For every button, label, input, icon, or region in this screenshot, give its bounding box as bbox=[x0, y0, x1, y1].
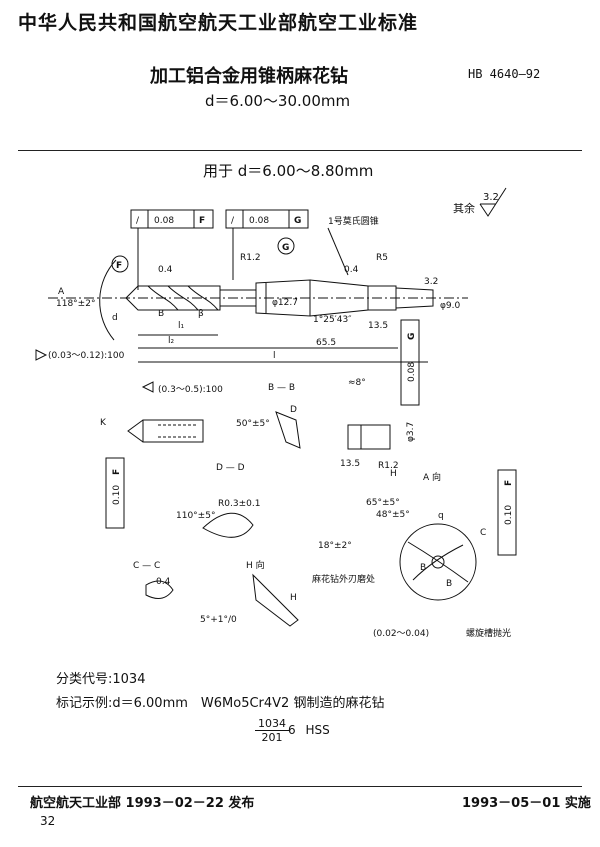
taper-note-1: (0.03～0.12):100 bbox=[48, 351, 125, 361]
roughness-04-a: 0.4 bbox=[158, 265, 173, 275]
tol-frame-left: 0.10 F bbox=[105, 457, 125, 529]
technical-drawing: 其余 3.2 / 0.08 F / 0.08 G 1号莫氏圆锥 A 118°±2… bbox=[35, 187, 517, 639]
label-k: K bbox=[100, 418, 107, 428]
angle-r03: R0.3±0.1 bbox=[218, 499, 260, 509]
label-b-end1: B bbox=[420, 563, 426, 573]
section-cc: C — C bbox=[133, 561, 160, 571]
label-b-main: B bbox=[158, 309, 164, 319]
angle-65: 65°±5° bbox=[366, 498, 400, 508]
drill-end-view bbox=[399, 523, 477, 601]
datum-f-circle: F bbox=[116, 261, 122, 271]
roughness-value: 3.2 bbox=[483, 192, 499, 203]
angle-48: 48°±5° bbox=[376, 510, 410, 520]
tol-value-010b: 0.10 bbox=[504, 505, 514, 525]
view-a: A 向 bbox=[423, 471, 441, 483]
detail-point-view bbox=[127, 419, 204, 443]
dim-37: φ3.7 bbox=[406, 422, 416, 442]
issued-date: 航空航天工业部 1993－02－22 发布 bbox=[30, 796, 255, 811]
diameter-range: d＝6.00～30.00mm bbox=[205, 92, 351, 110]
view-h: H 向 bbox=[246, 559, 265, 571]
section-dd: D — D bbox=[216, 463, 245, 473]
dim-32: 3.2 bbox=[424, 277, 438, 287]
margin-note: (0.02～0.04) bbox=[373, 629, 429, 639]
standard-header: 中华人民共和国航空航天工业部航空工业标准 bbox=[18, 12, 419, 34]
dim-135: 13.5 bbox=[368, 321, 388, 331]
dia-d: d bbox=[112, 313, 118, 323]
marking-numerator: 1034 bbox=[255, 717, 289, 731]
tol-datum-fa: F bbox=[112, 469, 122, 475]
section-bb: B — B bbox=[268, 383, 295, 393]
roughness-04-b: 0.4 bbox=[344, 265, 359, 275]
header-rule bbox=[18, 150, 582, 151]
marking-fraction: 1034 201 bbox=[255, 717, 289, 744]
marking-rest: 6 HSS bbox=[288, 723, 330, 737]
drill-main-view bbox=[48, 279, 468, 317]
tol-value-g: 0.08 bbox=[249, 216, 269, 226]
tol-frame-vertical: 0.08 G bbox=[400, 319, 420, 406]
tol-value-010a: 0.10 bbox=[112, 485, 122, 505]
tol-datum-g: G bbox=[294, 216, 301, 226]
angle-18: 18°±2° bbox=[318, 541, 352, 551]
standard-number: HB 4640—92 bbox=[468, 67, 541, 81]
svg-text:/: / bbox=[231, 216, 235, 226]
radius-r5: R5 bbox=[376, 253, 388, 263]
effective-date: 1993－05－01 实施 bbox=[462, 796, 591, 811]
label-l: l bbox=[273, 351, 276, 361]
tol-datum-f: F bbox=[199, 216, 205, 226]
label-c: C bbox=[480, 528, 486, 538]
tol-frame-g: / 0.08 G bbox=[225, 209, 309, 280]
roughness-symbol: 其余 3.2 bbox=[453, 187, 507, 217]
tol-datum-g-v: G bbox=[407, 333, 417, 340]
label-q: q bbox=[438, 511, 444, 521]
footer-rule bbox=[18, 786, 582, 787]
label-a: A bbox=[58, 287, 65, 297]
radius-r12: R1.2 bbox=[240, 253, 261, 263]
angle-5: 5°+1°/0 bbox=[200, 615, 237, 625]
angle-118: 118°±2° bbox=[56, 299, 95, 309]
dia-12: φ12.7 bbox=[272, 298, 298, 308]
tol-datum-fb: F bbox=[504, 480, 514, 486]
angle-8: ≈8° bbox=[348, 378, 366, 388]
marking-denominator: 201 bbox=[261, 731, 283, 744]
roughness-label: 其余 bbox=[453, 201, 475, 215]
label-d-section: D bbox=[290, 405, 297, 415]
tol-frame-right: 0.10 F bbox=[497, 469, 517, 556]
label-04c: 0.4 bbox=[156, 577, 171, 587]
label-beta: β bbox=[198, 309, 204, 319]
tol-value-008: 0.08 bbox=[407, 362, 417, 382]
morse-taper-label: 1号莫氏圆锥 bbox=[328, 215, 379, 227]
flute-note: 螺旋槽抛光 bbox=[466, 627, 511, 639]
label-b-end2: B bbox=[446, 579, 452, 589]
marking-example: 标记示例:d＝6.00mm W6Mo5Cr4V2 钢制造的麻花钻 bbox=[56, 696, 385, 711]
document-title: 加工铝合金用锥柄麻花钻 bbox=[150, 66, 348, 87]
dim-655: 65.5 bbox=[316, 338, 336, 348]
svg-text:/: / bbox=[136, 216, 140, 226]
datum-g-circle: G bbox=[282, 243, 289, 253]
taper-note-2: (0.3～0.5):100 bbox=[158, 385, 223, 395]
label-l1: l₁ bbox=[178, 321, 185, 331]
label-h-mark: H bbox=[290, 593, 297, 603]
angle-110: 110°±5° bbox=[176, 511, 215, 521]
drawing-subtitle: 用于 d＝6.00～8.80mm bbox=[203, 162, 374, 180]
radius-r12b: R1.2 bbox=[378, 461, 399, 471]
page-number: 32 bbox=[40, 814, 56, 828]
dim-phi9: φ9.0 bbox=[440, 301, 461, 311]
flank-note: 麻花钻外刃磨处 bbox=[312, 573, 375, 585]
angle-50: 50°±5° bbox=[236, 419, 270, 429]
label-l2: l₂ bbox=[168, 336, 175, 346]
tol-value-f: 0.08 bbox=[154, 216, 174, 226]
tol-frame-f: / 0.08 F bbox=[130, 209, 214, 290]
category-code: 分类代号:1034 bbox=[56, 672, 146, 687]
dim-135b: 13.5 bbox=[340, 459, 360, 469]
label-h-main: H bbox=[390, 469, 397, 479]
angle-taper: 1°25′43″ bbox=[313, 315, 352, 325]
